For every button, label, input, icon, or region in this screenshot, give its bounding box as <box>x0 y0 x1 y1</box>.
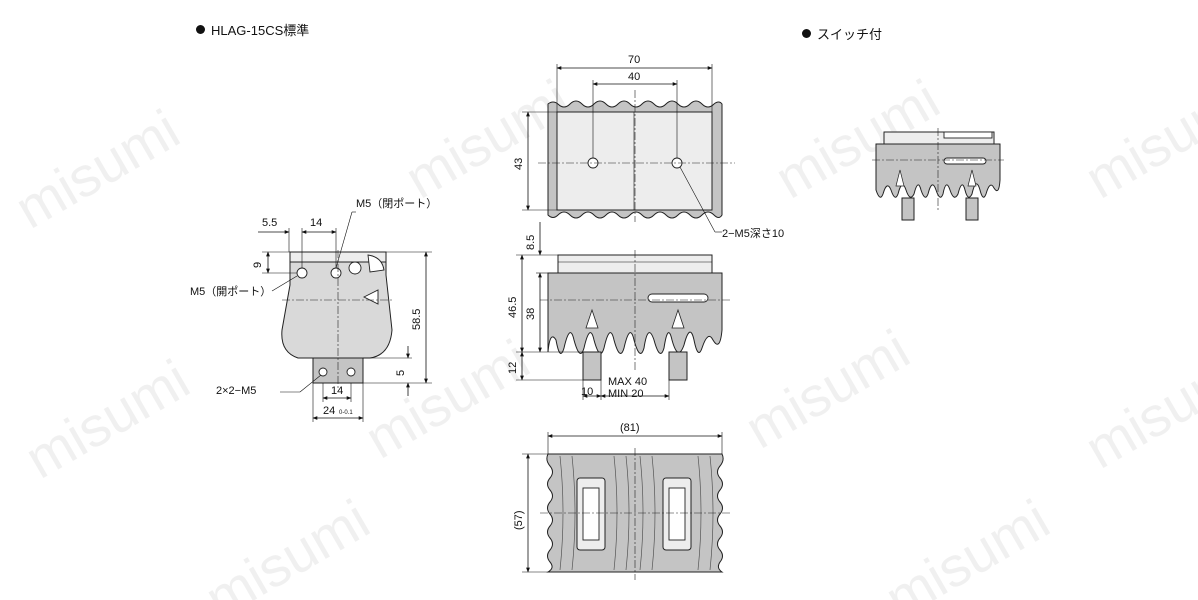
front-finger-right <box>668 351 688 381</box>
dim-14-top: 14 <box>310 217 322 229</box>
dim-81: (81) <box>620 422 640 434</box>
label-2x2-m5: 2×2−M5 <box>216 385 256 397</box>
switch-jaw-right-mark <box>967 169 977 187</box>
stroke-max: MAX 40 <box>608 376 647 388</box>
mount-hole-right <box>346 367 356 377</box>
dim-46-5: 46.5 <box>507 297 519 318</box>
bottom-slot-right-inner <box>668 487 686 541</box>
bottom-view: (81) (57) <box>513 422 730 580</box>
front-jaw-right-mark <box>671 308 685 329</box>
top-view-plate <box>556 111 713 211</box>
heading-switch-text: スイッチ付 <box>817 27 883 42</box>
dim-40: 40 <box>628 71 640 83</box>
switch-view <box>872 128 1004 221</box>
dim-5: 5 <box>395 370 407 376</box>
switch-sensor <box>943 131 993 139</box>
dim-70: 70 <box>628 54 640 66</box>
dim-10: 10 <box>581 386 593 398</box>
dim-12: 12 <box>507 362 519 374</box>
dim-24: 24 <box>323 405 335 417</box>
mount-hole-left <box>318 367 328 377</box>
side-view: 5.5 14 9 58.5 5 14 24 0-0.1 M5（閉ポート） <box>190 197 437 422</box>
switch-slot <box>943 157 987 165</box>
front-finger-left <box>582 351 602 381</box>
heading-standard: HLAG-15CS標準 <box>196 20 309 39</box>
bottom-slot-left-inner <box>582 487 600 541</box>
stroke-min: MIN 20 <box>608 388 643 400</box>
label-m5-close-port: M5（閉ポート） <box>356 197 437 210</box>
dim-5-5: 5.5 <box>262 217 277 229</box>
side-hole <box>348 261 362 275</box>
label-2-m5-depth-10: 2−M5深さ10 <box>722 227 784 240</box>
side-arrow-mark <box>362 289 379 305</box>
top-view: 70 40 43 2−M5深さ10 <box>513 54 784 240</box>
dim-24-tolerance: 0-0.1 <box>339 410 353 416</box>
front-jaw-left-mark <box>585 308 599 329</box>
heading-switch: スイッチ付 <box>802 24 882 43</box>
dim-43: 43 <box>513 158 525 170</box>
switch-finger-left <box>901 197 915 221</box>
dim-9: 9 <box>252 262 264 268</box>
dim-57: (57) <box>513 510 525 530</box>
front-view-slot <box>647 293 709 303</box>
side-view-knob <box>367 254 385 273</box>
label-m5-open-port: M5（開ポート） <box>190 285 271 298</box>
dim-38: 38 <box>525 308 537 320</box>
front-view: 8.5 46.5 38 12 10 MAX 40 MIN 20 <box>507 222 730 400</box>
bullet-icon <box>802 29 811 38</box>
switch-jaw-left-mark <box>895 169 905 187</box>
switch-finger-right <box>965 197 979 221</box>
heading-standard-text: HLAG-15CS標準 <box>211 23 310 38</box>
port-open <box>296 267 308 279</box>
dim-58-5: 58.5 <box>411 309 423 330</box>
bullet-icon <box>196 25 205 34</box>
dim-14-bottom: 14 <box>331 385 343 397</box>
dim-8-5: 8.5 <box>525 235 537 250</box>
port-close <box>330 267 342 279</box>
